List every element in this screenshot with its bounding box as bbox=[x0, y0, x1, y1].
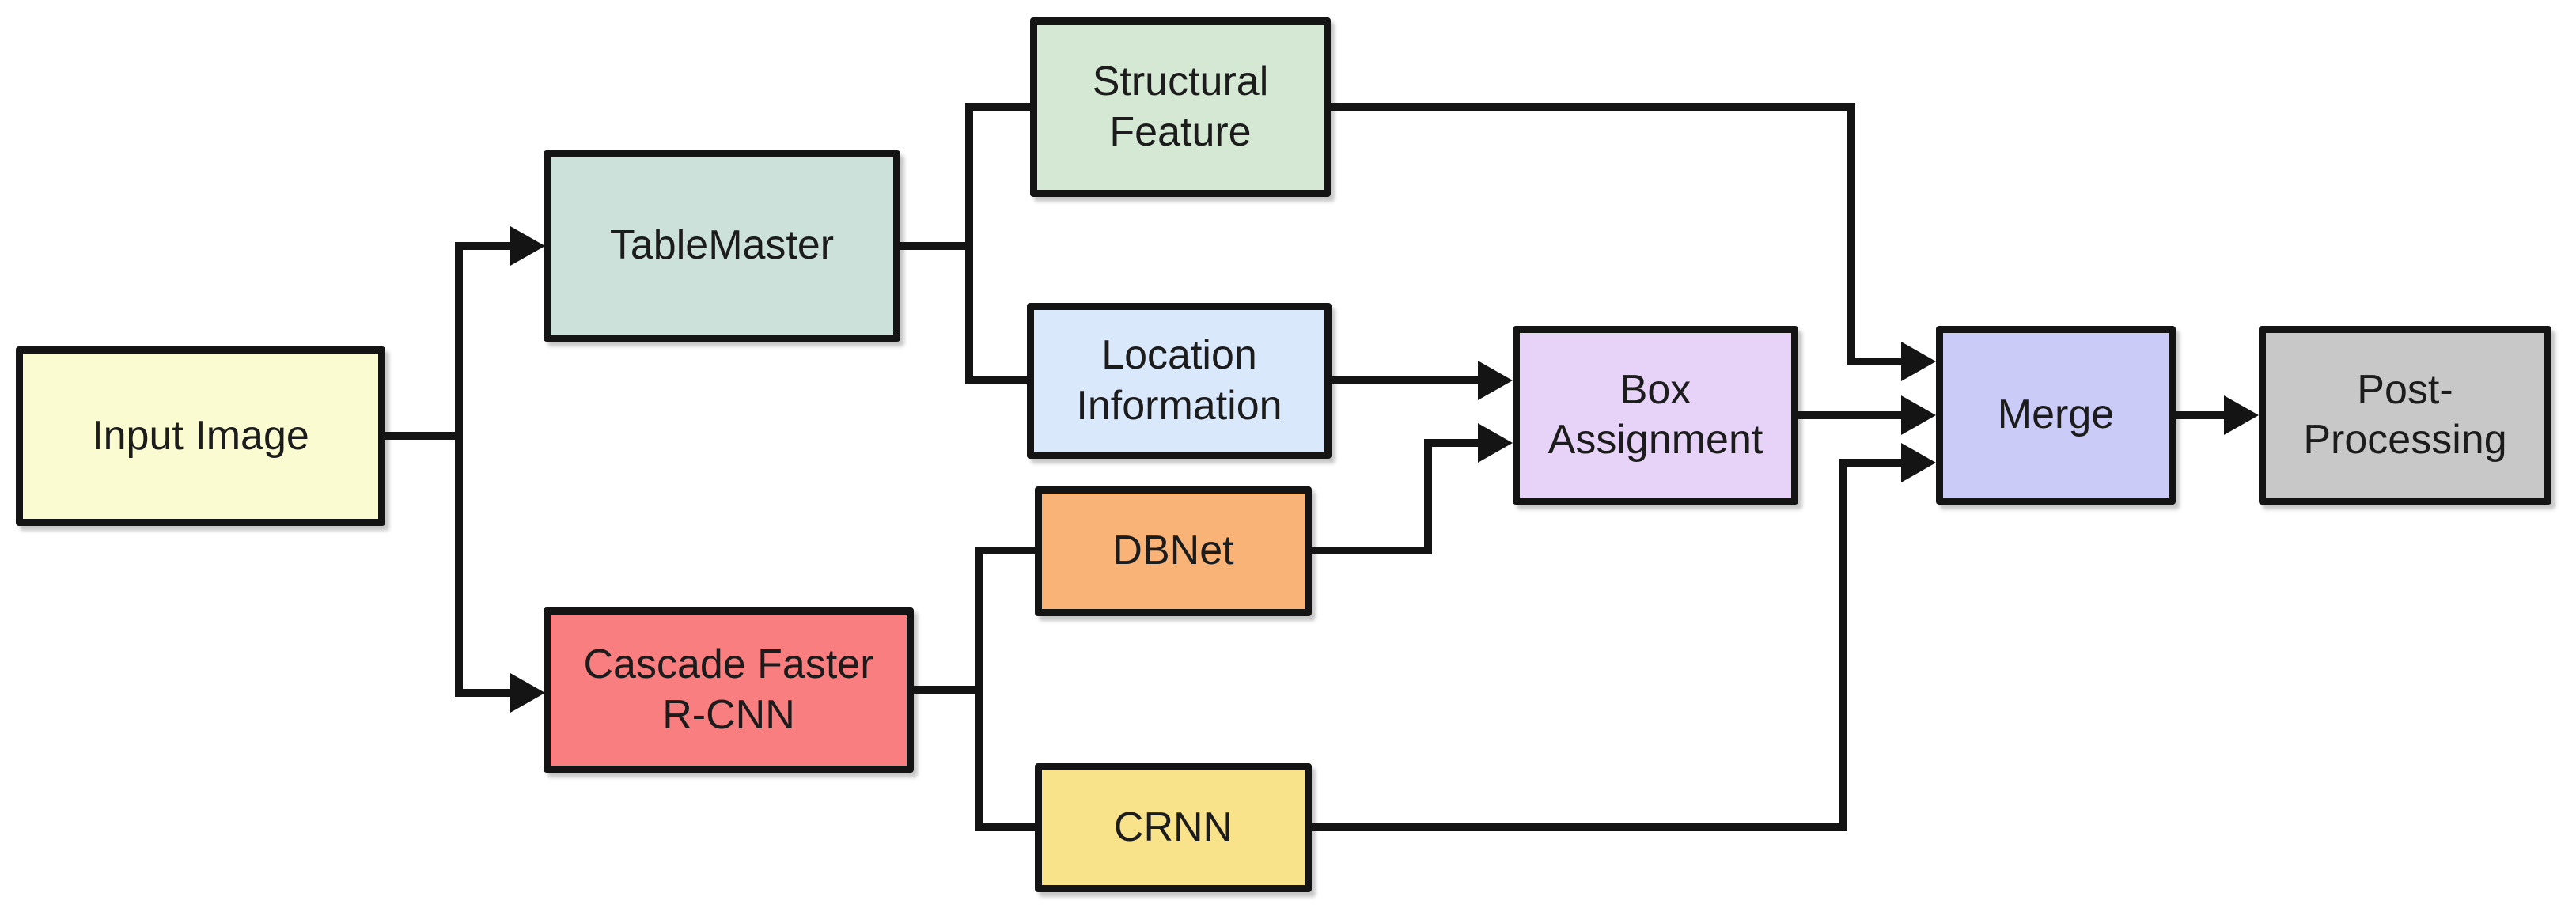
edge-input-cascade-h bbox=[455, 689, 514, 697]
edge-dbnet-boxassignment-h1 bbox=[1312, 547, 1432, 554]
edge-structural-merge-h2 bbox=[1847, 358, 1905, 365]
edge-tablemaster-location-h bbox=[965, 376, 1027, 384]
edge-crnn-merge-h1 bbox=[1312, 823, 1847, 831]
edge-cascade-dbnet-h bbox=[975, 547, 1035, 554]
edge-boxassignment-merge-h bbox=[1798, 411, 1905, 419]
node-structural-feature: Structural Feature bbox=[1030, 17, 1331, 197]
node-box-assignment-label: Box Assignment bbox=[1547, 366, 1763, 463]
node-input-image: Input Image bbox=[16, 346, 385, 526]
edge-tablemaster-split-h bbox=[900, 242, 973, 250]
node-dbnet-label: DBNet bbox=[1112, 528, 1234, 574]
edge-merge-postprocessing-arrowhead-icon bbox=[2224, 395, 2259, 435]
edge-boxassignment-merge-arrowhead-icon bbox=[1901, 395, 1936, 435]
node-location-information-label: Location Information bbox=[1076, 332, 1282, 429]
node-tablemaster: TableMaster bbox=[544, 150, 900, 342]
edge-cascade-split-h bbox=[914, 686, 983, 694]
edge-dbnet-boxassignment-arrowhead-icon bbox=[1478, 423, 1513, 463]
edge-input-tablemaster-arrowhead-icon bbox=[510, 226, 545, 266]
node-post-processing-label: Post- Processing bbox=[2303, 366, 2507, 463]
edge-crnn-merge-v bbox=[1839, 459, 1847, 831]
node-location-information: Location Information bbox=[1027, 303, 1332, 459]
edge-tablemaster-split-v bbox=[965, 103, 973, 384]
edge-location-boxassignment-h bbox=[1332, 376, 1482, 384]
edge-dbnet-boxassignment-v bbox=[1424, 439, 1432, 554]
node-structural-feature-label: Structural Feature bbox=[1092, 59, 1269, 155]
edge-dbnet-boxassignment-h2 bbox=[1424, 439, 1482, 447]
edge-crnn-merge-h2 bbox=[1839, 459, 1905, 467]
edge-tablemaster-structural-h bbox=[965, 103, 1030, 111]
edge-crnn-merge-arrowhead-icon bbox=[1901, 443, 1936, 482]
edge-location-boxassignment-arrowhead-icon bbox=[1478, 361, 1513, 400]
edge-input-cascade-arrowhead-icon bbox=[510, 673, 545, 713]
edge-input-split-v bbox=[455, 242, 463, 697]
edge-cascade-split-v bbox=[975, 547, 983, 831]
node-cascade-faster-rcnn: Cascade Faster R-CNN bbox=[544, 607, 914, 773]
edge-cascade-crnn-h bbox=[975, 823, 1035, 831]
node-cascade-faster-rcnn-label: Cascade Faster R-CNN bbox=[583, 641, 874, 738]
edge-merge-postprocessing-h bbox=[2176, 411, 2226, 419]
node-input-image-label: Input Image bbox=[92, 412, 309, 459]
node-crnn-label: CRNN bbox=[1113, 804, 1233, 850]
node-box-assignment: Box Assignment bbox=[1513, 326, 1798, 505]
node-crnn: CRNN bbox=[1035, 763, 1312, 892]
edge-input-split-h bbox=[385, 432, 463, 440]
node-dbnet: DBNet bbox=[1035, 486, 1312, 616]
node-tablemaster-label: TableMaster bbox=[609, 222, 835, 269]
node-merge: Merge bbox=[1936, 326, 2176, 505]
node-post-processing: Post- Processing bbox=[2259, 326, 2551, 505]
edge-structural-merge-v bbox=[1847, 103, 1855, 365]
node-merge-label: Merge bbox=[1997, 392, 2115, 438]
edge-structural-merge-h1 bbox=[1331, 103, 1855, 111]
edge-structural-merge-arrowhead-icon bbox=[1901, 342, 1936, 381]
edge-input-tablemaster-h bbox=[455, 242, 514, 250]
